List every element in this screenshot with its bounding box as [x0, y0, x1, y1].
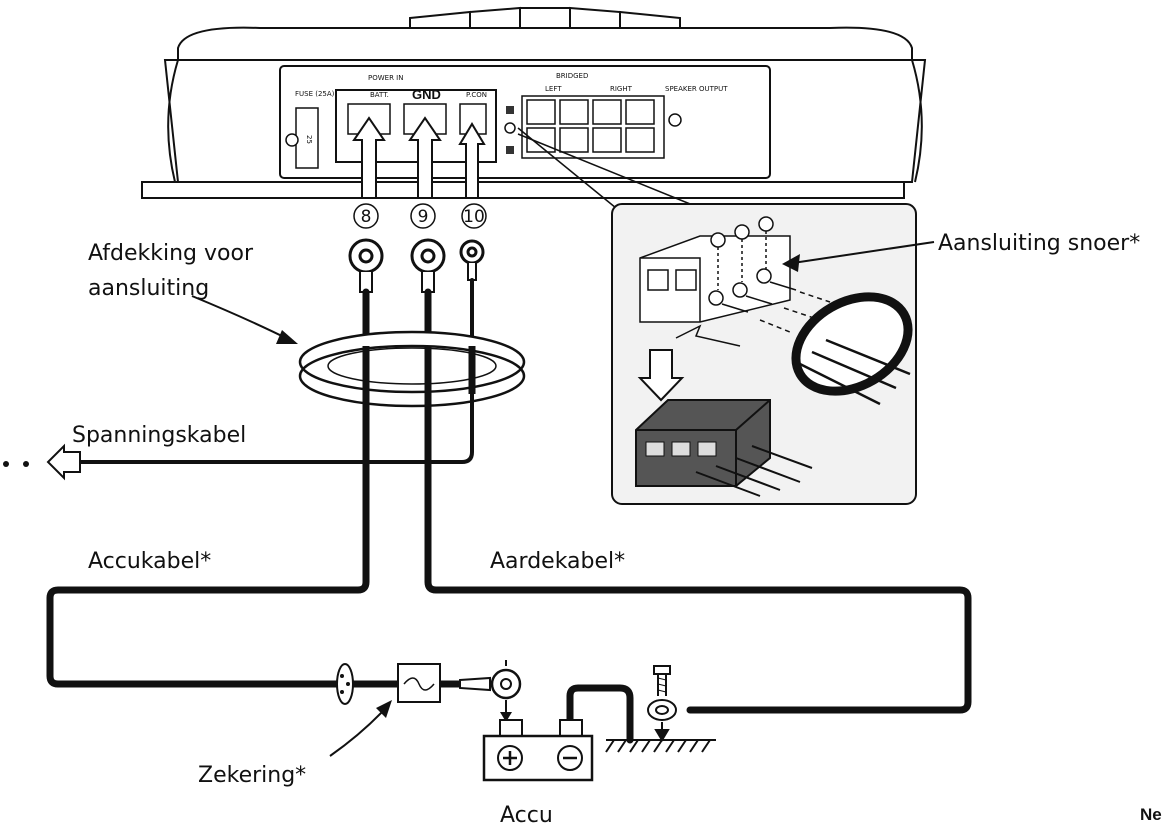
screw-icon: [668, 113, 682, 127]
batt-label: BATT.: [370, 91, 389, 99]
battery-ring-terminal: [459, 660, 522, 722]
insertion-arrows: [352, 116, 486, 199]
gnd-label: GND: [412, 87, 441, 102]
terminal-numbers: 8 9 10: [353, 203, 487, 229]
screw-icon: [285, 133, 299, 147]
battery-cable-label: Accukabel*: [88, 549, 211, 574]
left-label: LEFT: [545, 85, 562, 93]
terminal-number-9: 9: [418, 207, 429, 227]
power-cable-end: [3, 443, 81, 481]
battery-label: Accu: [500, 803, 553, 828]
fuse-pointer: [329, 700, 392, 757]
led-indicator: [506, 106, 514, 114]
fuse-label: FUSE (25A): [295, 90, 335, 98]
terminal-number-8: 8: [361, 207, 372, 227]
clamp: [336, 663, 354, 705]
power-in-label: POWER IN: [368, 74, 403, 82]
speaker-cord-label: Aansluiting snoer*: [938, 231, 1140, 256]
terminal-number-10: 10: [463, 207, 485, 227]
arrow-up-icon: [352, 116, 386, 199]
language-tab: Ne: [1140, 805, 1162, 824]
ring-terminals: [348, 238, 485, 293]
ground-symbol: [605, 739, 716, 753]
power-control-cable-line: [78, 278, 474, 464]
connector-cover: [298, 330, 526, 408]
battery-cable-line: [46, 288, 404, 688]
inline-fuse: [397, 663, 441, 703]
arrow-up-icon: [458, 122, 486, 199]
led-indicator: [506, 146, 514, 154]
right-label: RIGHT: [610, 85, 633, 93]
speaker-output-label: SPEAKER OUTPUT: [665, 85, 728, 93]
arrow-left-icon: [46, 443, 81, 481]
arrow-up-icon: [408, 116, 442, 199]
inset-panel: [517, 127, 935, 505]
ground-cable-line: [424, 288, 972, 714]
power-cable-label: Spanningskabel: [72, 423, 246, 448]
arrow-down-icon: [637, 349, 685, 402]
speaker-terminals: [521, 95, 665, 159]
fuse-value: 25: [305, 135, 313, 144]
screw-icon: [504, 122, 516, 134]
battery-ground-line: [566, 684, 634, 744]
inset-covered-block: [635, 399, 813, 497]
battery: [482, 719, 594, 782]
inset-cable-ring: [791, 292, 913, 406]
ground-cable-label: Aardekabel*: [490, 549, 625, 574]
bridged-label: BRIDGED: [556, 72, 588, 80]
fuse-label-text: Zekering*: [198, 763, 306, 788]
cover-label-line1: Afdekking voor: [88, 241, 254, 266]
connector-panel: FUSE (25A) 25 POWER IN BATT. GND P.CON B…: [285, 72, 728, 169]
ground-bolt: [647, 665, 677, 742]
cables: [46, 278, 972, 744]
cover-pointer: [191, 295, 298, 344]
cover-label-line2: aansluiting: [88, 276, 209, 301]
pcon-label: P.CON: [466, 91, 487, 99]
